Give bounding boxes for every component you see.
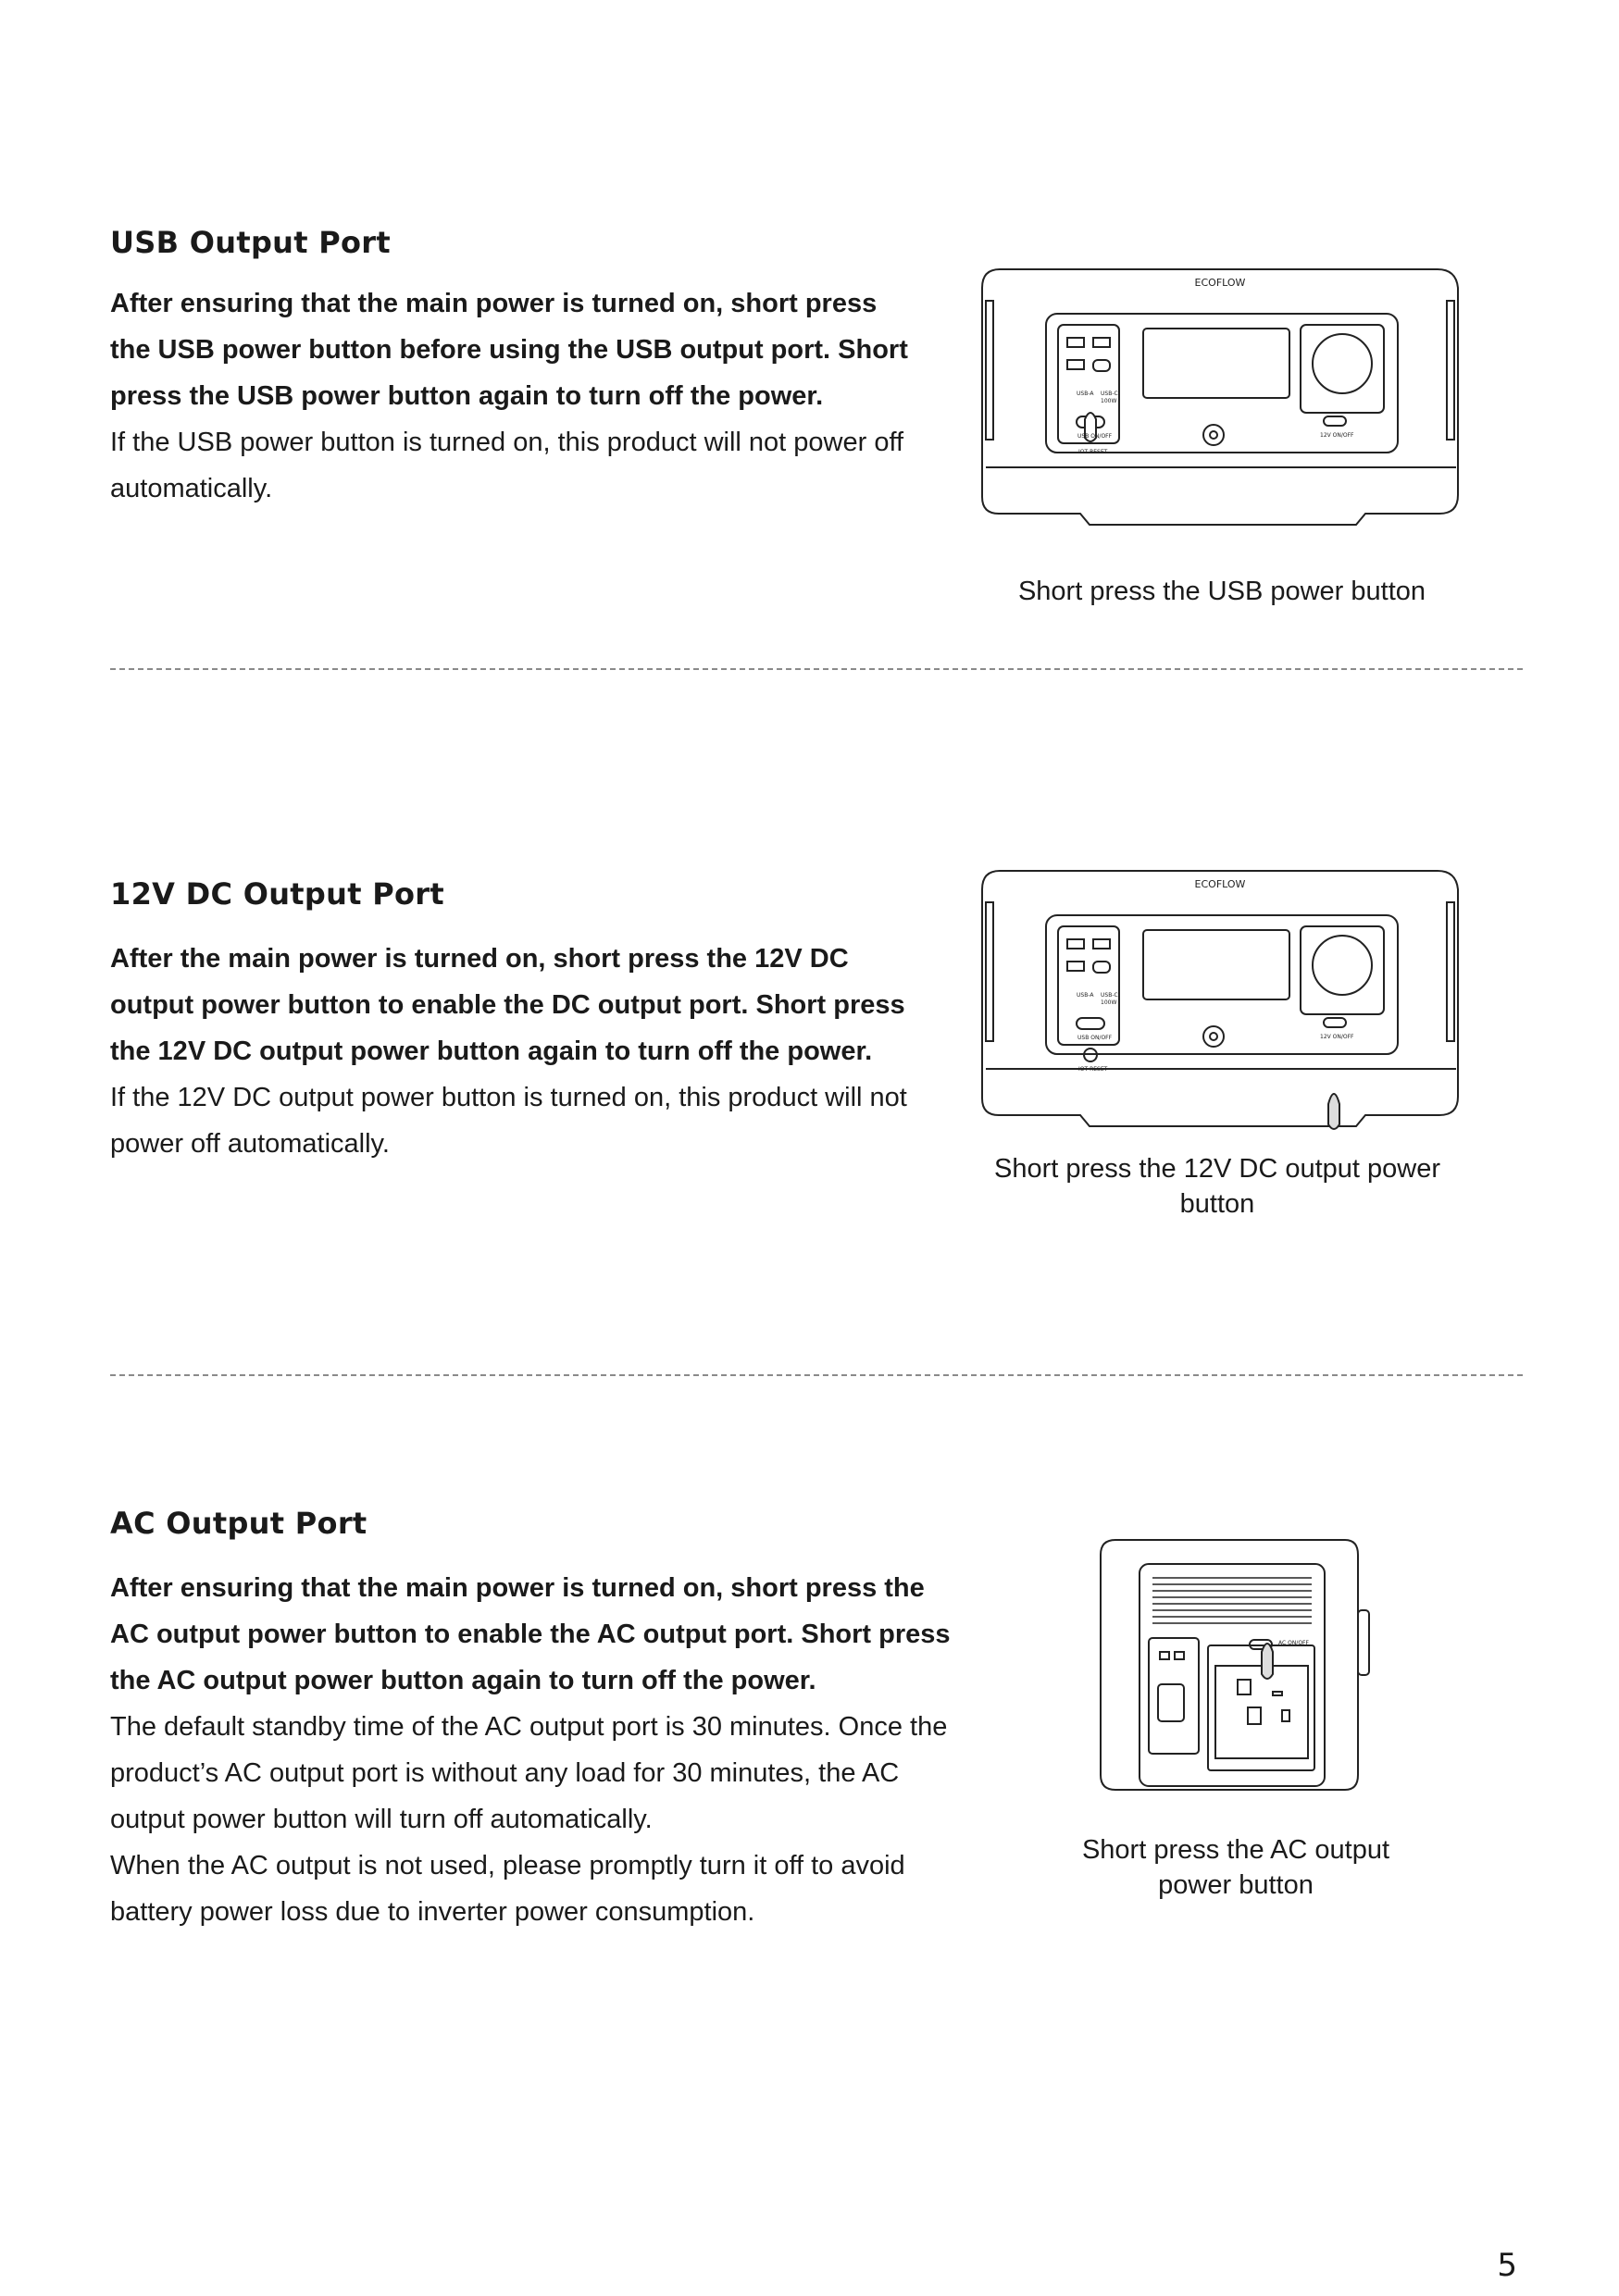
- section-divider: [110, 668, 1523, 670]
- instruction-text: After ensuring that the main power is tu…: [110, 289, 908, 411]
- ac-output-section: AC Output Port After ensuring that the m…: [110, 1506, 962, 1935]
- usb-c-power-label: 100W: [1101, 398, 1116, 404]
- ac-switch-label: AC ON/OFF: [1278, 1640, 1310, 1646]
- device-front-illustration: ECOFLOW USB-A USB-C 100W USB ON/OFF IOT …: [981, 268, 1459, 526]
- section-divider: [110, 1374, 1523, 1376]
- section-title: AC Output Port: [110, 1506, 367, 1541]
- instruction-text: After ensuring that the main power is tu…: [110, 1573, 951, 1695]
- note-text: When the AC output is not used, please p…: [110, 1851, 905, 1927]
- iot-reset-label: IOT RESET: [1078, 1066, 1108, 1073]
- device-front-illustration: ECOFLOW USB-A USB-C 100W USB ON/OFF IOT …: [981, 870, 1459, 1130]
- note-text: If the USB power button is turned on, th…: [110, 428, 904, 503]
- section-title: USB Output Port: [110, 225, 391, 260]
- dc-switch-label: 12V ON/OFF: [1320, 432, 1354, 439]
- brand-label: ECOFLOW: [1195, 878, 1246, 890]
- dc-output-section: 12V DC Output Port After the main power …: [110, 876, 915, 1167]
- usb-output-section: USB Output Port After ensuring that the …: [110, 225, 915, 512]
- section-title: 12V DC Output Port: [110, 876, 444, 912]
- usb-switch-label: USB ON/OFF: [1077, 433, 1113, 440]
- usb-c-label: USB-C: [1101, 391, 1118, 397]
- page-number: 5: [1497, 2247, 1517, 2284]
- usb-a-label: USB-A: [1077, 391, 1094, 397]
- usb-c-label: USB-C: [1101, 992, 1118, 999]
- figure-caption: Short press the 12V DC output power butt…: [994, 1154, 1440, 1219]
- figure-caption: Short press the AC output power button: [1081, 1835, 1390, 1900]
- usb-switch-label: USB ON/OFF: [1077, 1035, 1113, 1041]
- dc-switch-label: 12V ON/OFF: [1320, 1034, 1354, 1040]
- brand-label: ECOFLOW: [1195, 277, 1246, 289]
- usb-a-label: USB-A: [1077, 992, 1094, 999]
- device-back-illustration: AC ON/OFF: [1100, 1539, 1370, 1791]
- instruction-text: After the main power is turned on, short…: [110, 944, 905, 1066]
- note-text: If the 12V DC output power button is tur…: [110, 1083, 907, 1159]
- usb-c-power-label: 100W: [1101, 999, 1116, 1006]
- figure-caption: Short press the USB power button: [1017, 577, 1426, 606]
- iot-reset-label: IOT RESET: [1078, 449, 1108, 455]
- note-text: The default standby time of the AC outpu…: [110, 1712, 948, 1834]
